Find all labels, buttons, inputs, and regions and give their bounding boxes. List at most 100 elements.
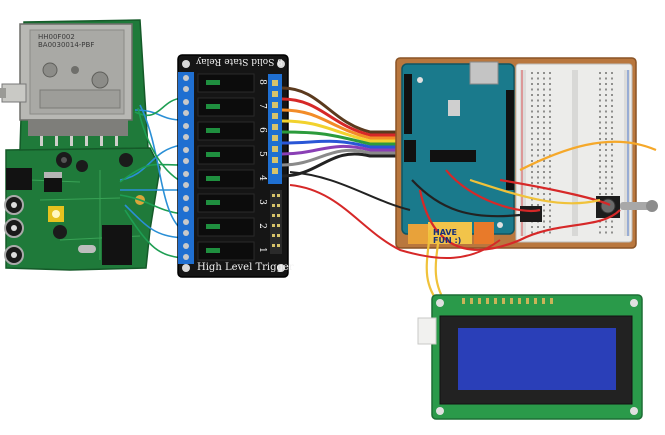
breadboard-hole [599, 182, 601, 184]
trimmer-pot [48, 206, 64, 222]
breadboard-hole [611, 116, 613, 118]
breadboard-hole [611, 127, 613, 129]
header-pin [272, 135, 278, 141]
tuner-module [19, 23, 133, 146]
breadboard-hole [537, 105, 539, 107]
breadboard-hole [537, 94, 539, 96]
breadboard-hole [605, 171, 607, 173]
relay-channel-label: 6 [257, 127, 267, 133]
arduino-board [401, 61, 515, 235]
breadboard-hole [599, 165, 601, 168]
breadboard-hole [605, 160, 607, 162]
terminal-screw [183, 134, 189, 140]
breadboard-hole [611, 143, 613, 146]
relay-module-7 [197, 97, 255, 117]
terminal-screw [183, 110, 189, 116]
breadboard-hole [543, 231, 545, 234]
breadboard-hole [543, 116, 545, 118]
breadboard-hole [611, 193, 613, 195]
breadboard-hole [549, 231, 551, 234]
ic-chip [102, 225, 132, 265]
relay-led-6 [206, 128, 220, 133]
breadboard-hole [605, 187, 607, 190]
relay-channel-label: 8 [257, 79, 267, 85]
antenna-connector [0, 83, 27, 103]
header-pin [272, 91, 278, 97]
breadboard-hole [611, 94, 613, 96]
breadboard-hole [531, 149, 533, 151]
breadboard-hole [611, 231, 613, 234]
breadboard-hole [599, 193, 601, 195]
breadboard-hole [543, 77, 545, 80]
breadboard-hole [549, 198, 551, 201]
breadboard-hole [531, 110, 533, 113]
breadboard-hole [611, 99, 613, 102]
breadboard-hole [611, 160, 613, 162]
breadboard-hole [549, 110, 551, 113]
relay-module-3 [197, 193, 255, 213]
breadboard-hole [599, 77, 601, 80]
relay-channel-label: 4 [257, 175, 267, 181]
breadboard-hole [543, 182, 545, 184]
breadboard-hole [611, 105, 613, 107]
breadboard-hole [537, 154, 539, 157]
breadboard-hole [605, 110, 607, 113]
relay-module-1 [197, 241, 255, 261]
breadboard-hole [611, 121, 613, 124]
breadboard-hole [543, 220, 545, 223]
breadboard-hole [531, 176, 533, 179]
breadboard-hole [599, 187, 601, 190]
breadboard-hole [531, 204, 533, 206]
breadboard-hole [537, 138, 539, 140]
breadboard-hole [543, 88, 545, 91]
breadboard-hole [537, 83, 539, 85]
terminal-screw [183, 86, 189, 92]
breadboard-hole [605, 143, 607, 146]
breadboard-hole [531, 72, 533, 74]
relay-module-5 [197, 145, 255, 165]
terminal-screw [183, 219, 189, 225]
breadboard-hole [531, 187, 533, 190]
breadboard-hole [549, 99, 551, 102]
header-pin [272, 102, 278, 108]
breadboard-hole [611, 176, 613, 179]
terminal-screw [183, 171, 189, 177]
breadboard-hole [543, 154, 545, 157]
jumper-wires [411, 140, 657, 307]
relay-channel-label: 5 [257, 151, 267, 157]
breadboard-hole [537, 226, 539, 228]
breadboard-hole [549, 193, 551, 195]
relay-channel-label: 1 [257, 247, 267, 253]
breadboard-hole [543, 226, 545, 228]
terminal-screws [183, 75, 278, 260]
breadboard-hole [611, 226, 613, 228]
breadboard-hole [599, 132, 601, 135]
breadboard-hole [531, 138, 533, 140]
breadboard-hole [537, 143, 539, 146]
breadboard-hole [611, 132, 613, 135]
relay-led-5 [206, 152, 220, 157]
breadboard-hole [611, 187, 613, 190]
breadboard-hole [605, 105, 607, 107]
breadboard-hole [549, 209, 551, 212]
breadboard-hole [531, 132, 533, 135]
breadboard-hole [599, 88, 601, 91]
breadboard-hole [611, 88, 613, 91]
breadboard-hole [611, 154, 613, 157]
breadboard-hole [531, 105, 533, 107]
breadboard-hole [605, 182, 607, 184]
relay-led-3 [206, 200, 220, 205]
header-pin [272, 157, 278, 163]
breadboard-holes [531, 72, 613, 234]
breadboard-hole [611, 72, 613, 74]
breadboard-hole [549, 149, 551, 151]
breadboard-hole [605, 226, 607, 228]
relay-module-2 [197, 217, 255, 237]
terminal-screw [183, 195, 189, 201]
breadboard-hole [611, 171, 613, 173]
terminal-screw [183, 147, 189, 153]
breadboard-hole [543, 138, 545, 140]
breadboard-hole [531, 116, 533, 118]
contrast-pot-module [520, 206, 542, 222]
